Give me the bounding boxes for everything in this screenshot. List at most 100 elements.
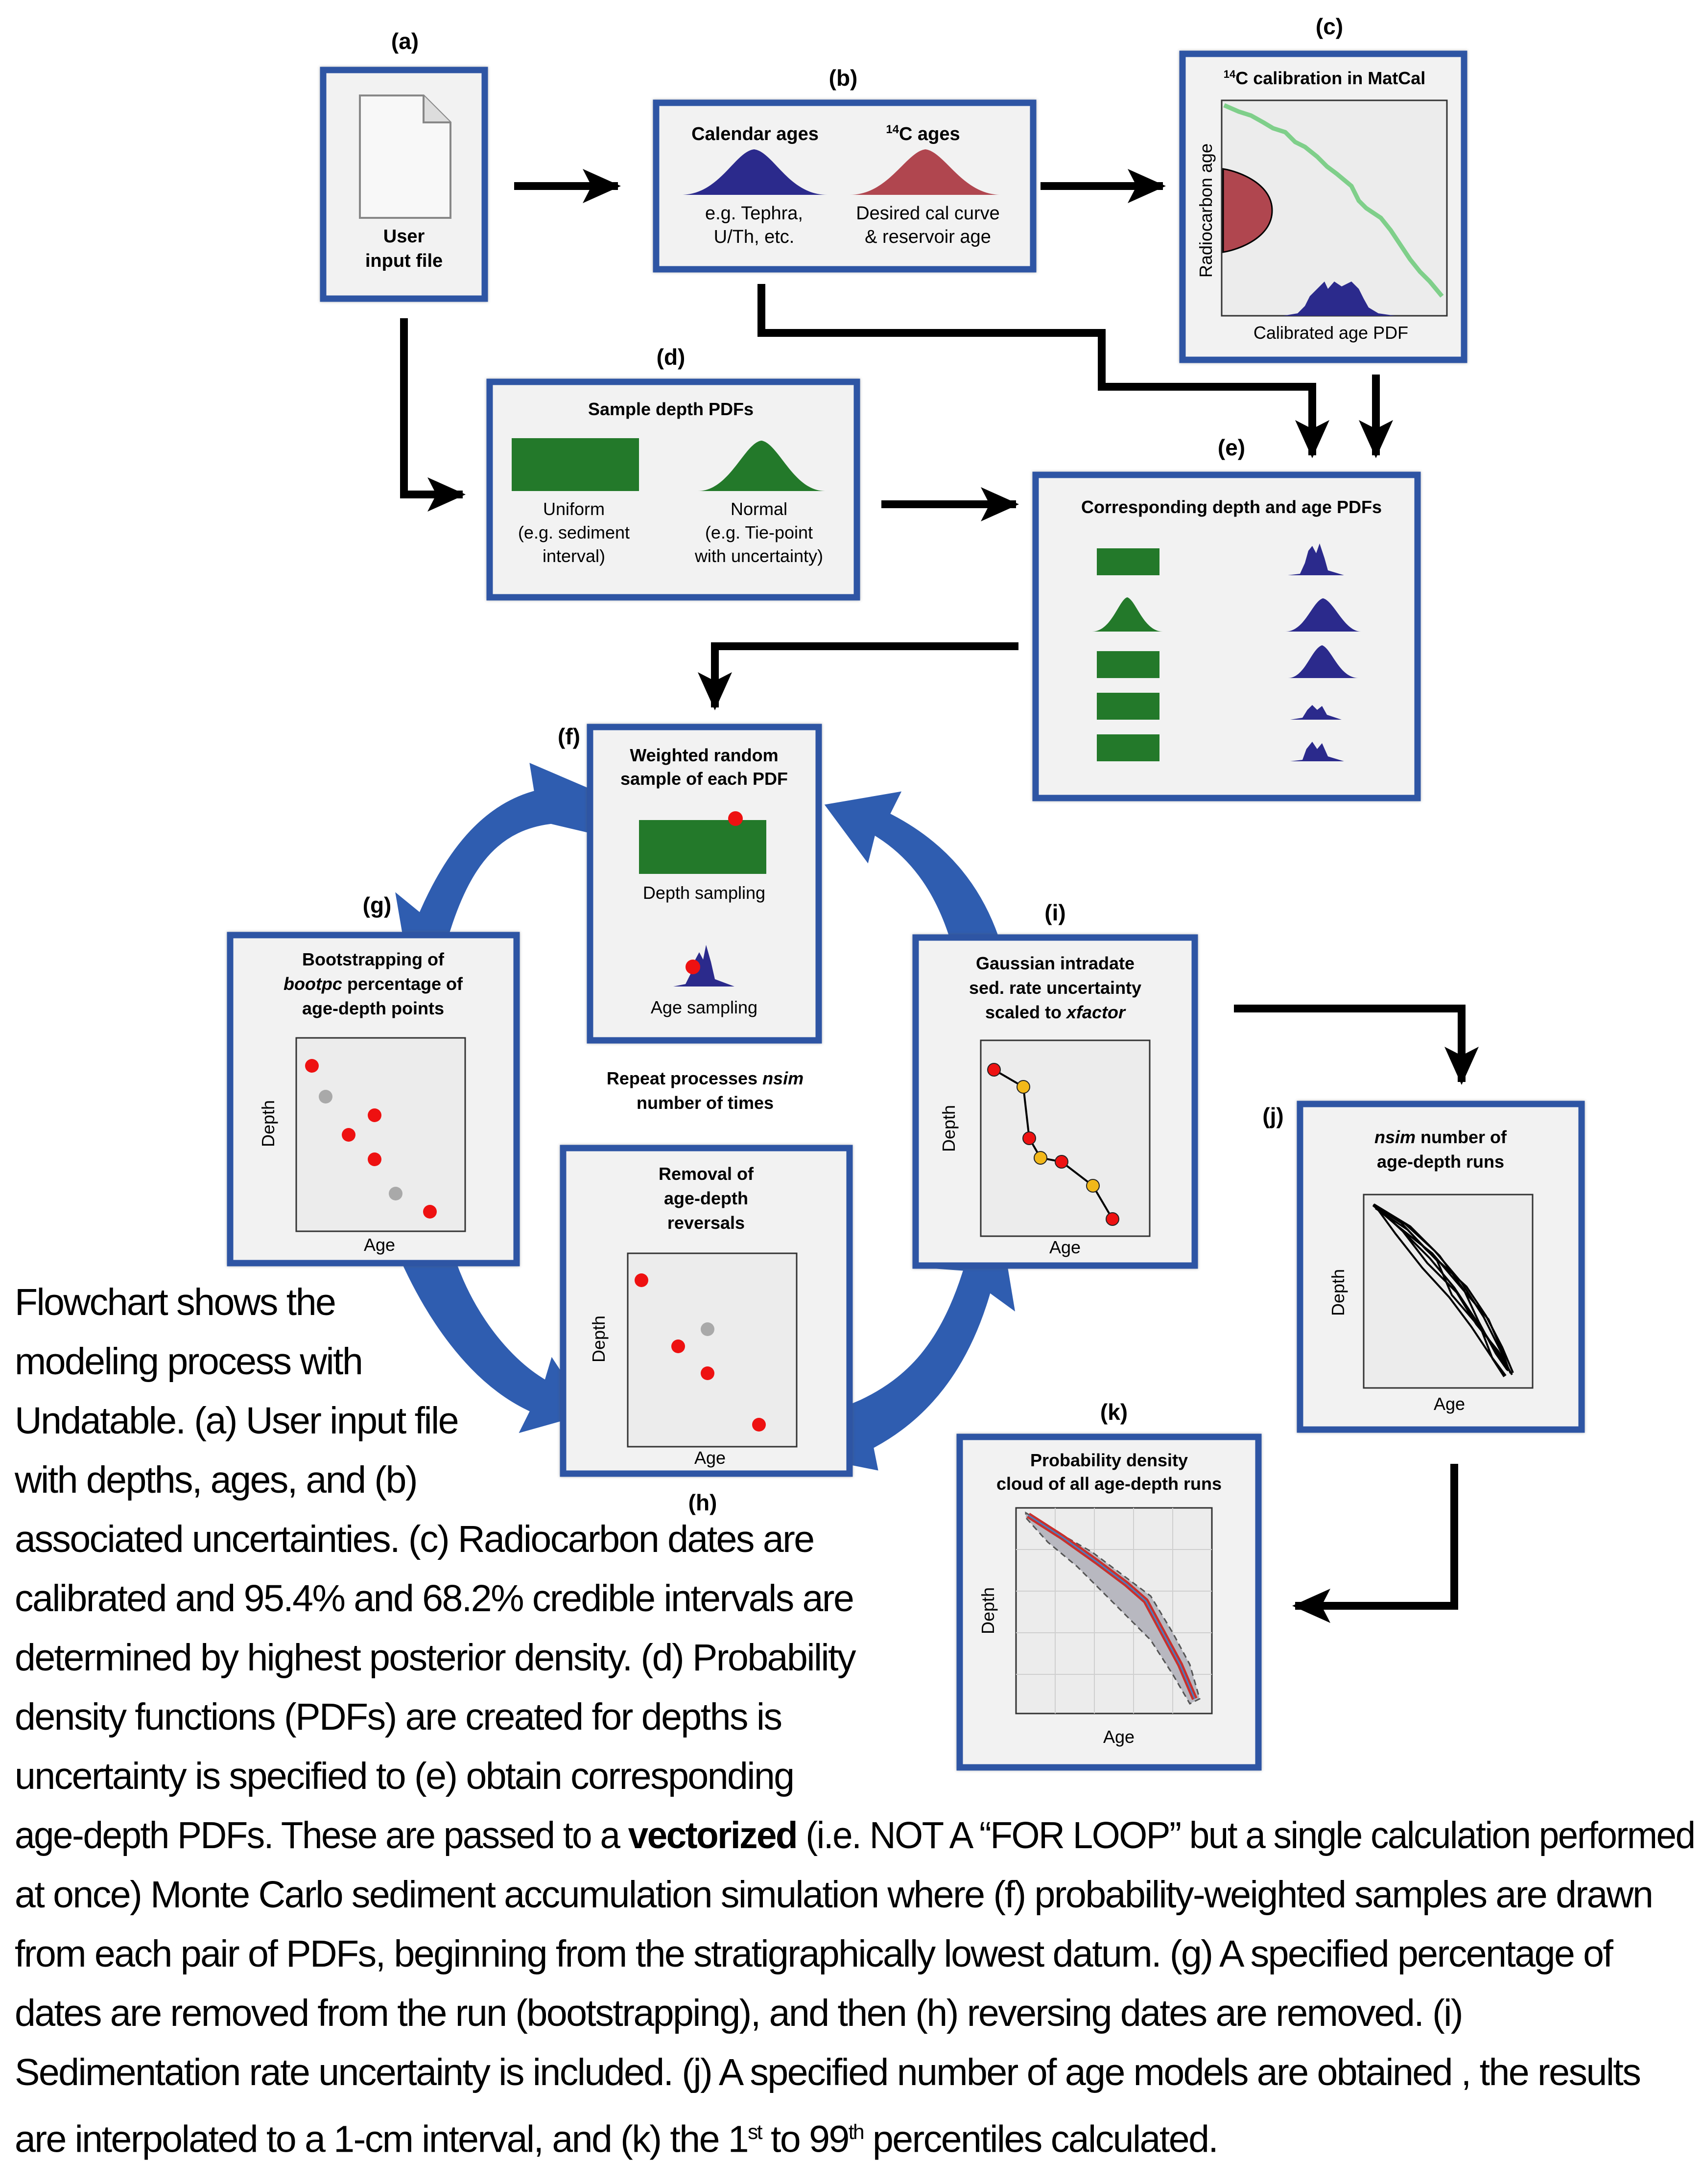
- loop-center-text: Repeat processes nsim number of times: [607, 1068, 804, 1113]
- panel-k-title-1: Probability density: [1030, 1450, 1188, 1470]
- panel-g-plot: [295, 1037, 466, 1232]
- simulation-loop-arrows: [383, 754, 1022, 1477]
- panel-i-xlabel: Age: [1049, 1237, 1081, 1257]
- uniform-label-1: Uniform: [543, 499, 605, 519]
- date-point: [1106, 1212, 1119, 1226]
- percentile-band: [1028, 1514, 1196, 1699]
- caption-bold-vectorized: vectorized: [628, 1814, 798, 1856]
- age-pdf-5: [1290, 742, 1344, 761]
- bootstrap-kept-point: [423, 1205, 437, 1219]
- panel-h-title-3: reversals: [667, 1213, 745, 1233]
- loop-arrow-h-to-i: [805, 1225, 1022, 1477]
- panel-g: (g) Bootstrapping of bootpc percentage o…: [227, 892, 520, 1267]
- kept-point: [701, 1366, 714, 1380]
- panel-c-title: 14C calibration in MatCal: [1224, 68, 1426, 88]
- age-depth-runs: [1372, 1203, 1514, 1378]
- calendar-ages-title: Calendar ages: [691, 124, 819, 144]
- panel-h-title-1: Removal of: [659, 1164, 754, 1184]
- c14-age-gaussian: [850, 149, 1001, 195]
- normal-depth-pdf: [698, 441, 825, 491]
- c14-note-1: Desired cal curve: [856, 203, 1000, 224]
- caption-line: from each pair of PDFs, beginning from t…: [15, 1933, 1613, 1975]
- panel-h-xlabel: Age: [694, 1448, 726, 1468]
- panel-k-letter: (k): [1100, 1399, 1128, 1425]
- caption-line: calibrated and 95.4% and 68.2% credible …: [15, 1577, 854, 1620]
- depth-pdf-2: [1092, 597, 1163, 632]
- probability-cloud: [1025, 1511, 1201, 1705]
- panel-a: (a) User input file: [320, 28, 488, 302]
- calibration-curve: [1223, 103, 1444, 298]
- caption-line: associated uncertainties. (c) Radiocarbo…: [15, 1518, 815, 1560]
- depth-pdf-1: [1097, 548, 1159, 575]
- panel-k-xlabel: Age: [1103, 1727, 1135, 1747]
- panel-f-title-1: Weighted random: [630, 745, 778, 765]
- date-point: [1022, 1131, 1036, 1145]
- bootstrap-kept-point: [368, 1152, 381, 1166]
- caption-line: Flowchart shows the: [15, 1281, 336, 1323]
- panel-i-plot: [980, 1039, 1151, 1237]
- c14-note-2: & reservoir age: [865, 227, 991, 247]
- depth-pdf-5: [1097, 734, 1159, 761]
- caption-line: density functions (PDFs) are created for…: [15, 1696, 782, 1738]
- panel-i: (i) Gaussian intradate sed. rate uncerta…: [912, 900, 1198, 1269]
- panel-c-letter: (c): [1316, 14, 1343, 39]
- age-pdf-2: [1285, 598, 1361, 632]
- connector-arrows: [400, 169, 1479, 1623]
- arrow-i-to-j: [1234, 1005, 1479, 1085]
- depth-pdf-4: [1097, 693, 1159, 720]
- panel-j-title-1: nsim number of: [1374, 1127, 1507, 1147]
- panel-b: (b) Calendar ages 14C ages e.g. Tephra, …: [653, 65, 1037, 273]
- panel-j-xlabel: Age: [1434, 1394, 1465, 1414]
- depth-sampling-label: Depth sampling: [643, 883, 765, 903]
- repeat-line-2: number of times: [637, 1093, 774, 1113]
- depth-sample-pdf: [639, 820, 766, 874]
- repeat-line-1: Repeat processes nsim: [607, 1068, 804, 1088]
- date-point: [987, 1063, 1001, 1077]
- intradate-point: [1017, 1080, 1030, 1094]
- age-sample-pdf: [673, 945, 734, 986]
- age-pdf-3: [1288, 645, 1359, 678]
- arrow-a-to-d: [400, 318, 466, 512]
- panel-h-title-2: age-depth: [664, 1188, 748, 1208]
- depth-sample-point: [728, 811, 743, 826]
- calendar-note-1: e.g. Tephra,: [705, 203, 803, 224]
- uniform-label-3: interval): [543, 546, 605, 566]
- reversal-removed-point: [701, 1322, 714, 1336]
- calendar-note-2: U/Th, etc.: [714, 227, 795, 247]
- panel-h: Removal of age-depth reversals Depth Age…: [560, 1145, 853, 1515]
- age-pdf-1: [1288, 543, 1344, 575]
- panel-a-label-1: User: [383, 226, 425, 247]
- panel-a-letter: (a): [391, 28, 419, 54]
- panel-g-letter: (g): [363, 892, 392, 918]
- panel-h-ylabel: Depth: [589, 1315, 609, 1362]
- panel-j: (j) nsim number of age-depth runs Depth …: [1262, 1101, 1585, 1433]
- panel-k-title-2: cloud of all age-depth runs: [996, 1474, 1222, 1494]
- panel-d-title: Sample depth PDFs: [588, 399, 754, 419]
- caption-line: with depths, ages, and (b): [15, 1459, 418, 1501]
- panel-i-title-2: sed. rate uncertainty: [969, 978, 1141, 998]
- normal-label-3: with uncertainty): [694, 546, 823, 566]
- panel-f-title-2: sample of each PDF: [620, 769, 788, 789]
- panel-d-letter: (d): [657, 344, 686, 370]
- panel-d: (d) Sample depth PDFs Uniform (e.g. sedi…: [486, 344, 860, 601]
- bootstrap-removed-point: [389, 1187, 402, 1200]
- panel-b-letter: (b): [829, 65, 858, 91]
- panel-h-letter: (h): [688, 1490, 717, 1515]
- panel-c-ylabel: Radiocarbon age: [1196, 143, 1216, 278]
- calibrated-age-pdf: [1283, 282, 1396, 316]
- panel-i-letter: (i): [1044, 900, 1065, 925]
- caption-line: uncertainty is specified to (e) obtain c…: [15, 1755, 795, 1797]
- panel-e-title: Corresponding depth and age PDFs: [1081, 497, 1382, 517]
- panel-j-letter: (j): [1262, 1103, 1283, 1128]
- kept-point: [635, 1273, 648, 1287]
- loop-arrow-i-to-f: [816, 785, 1007, 950]
- age-sampling-label: Age sampling: [651, 997, 757, 1017]
- panel-i-title-3: scaled to xfactor: [985, 1002, 1126, 1022]
- panel-c: (c) 14C calibration in MatCal Radiocarbo…: [1179, 14, 1467, 363]
- caption-line: determined by highest posterior density.…: [15, 1637, 856, 1679]
- radiocarbon-age-pdf: [1222, 168, 1273, 253]
- panel-e: (e) Corresponding depth and age PDFs: [1032, 435, 1421, 801]
- c14-ages-title: 14C ages: [886, 123, 960, 144]
- panel-e-box: [1032, 471, 1421, 801]
